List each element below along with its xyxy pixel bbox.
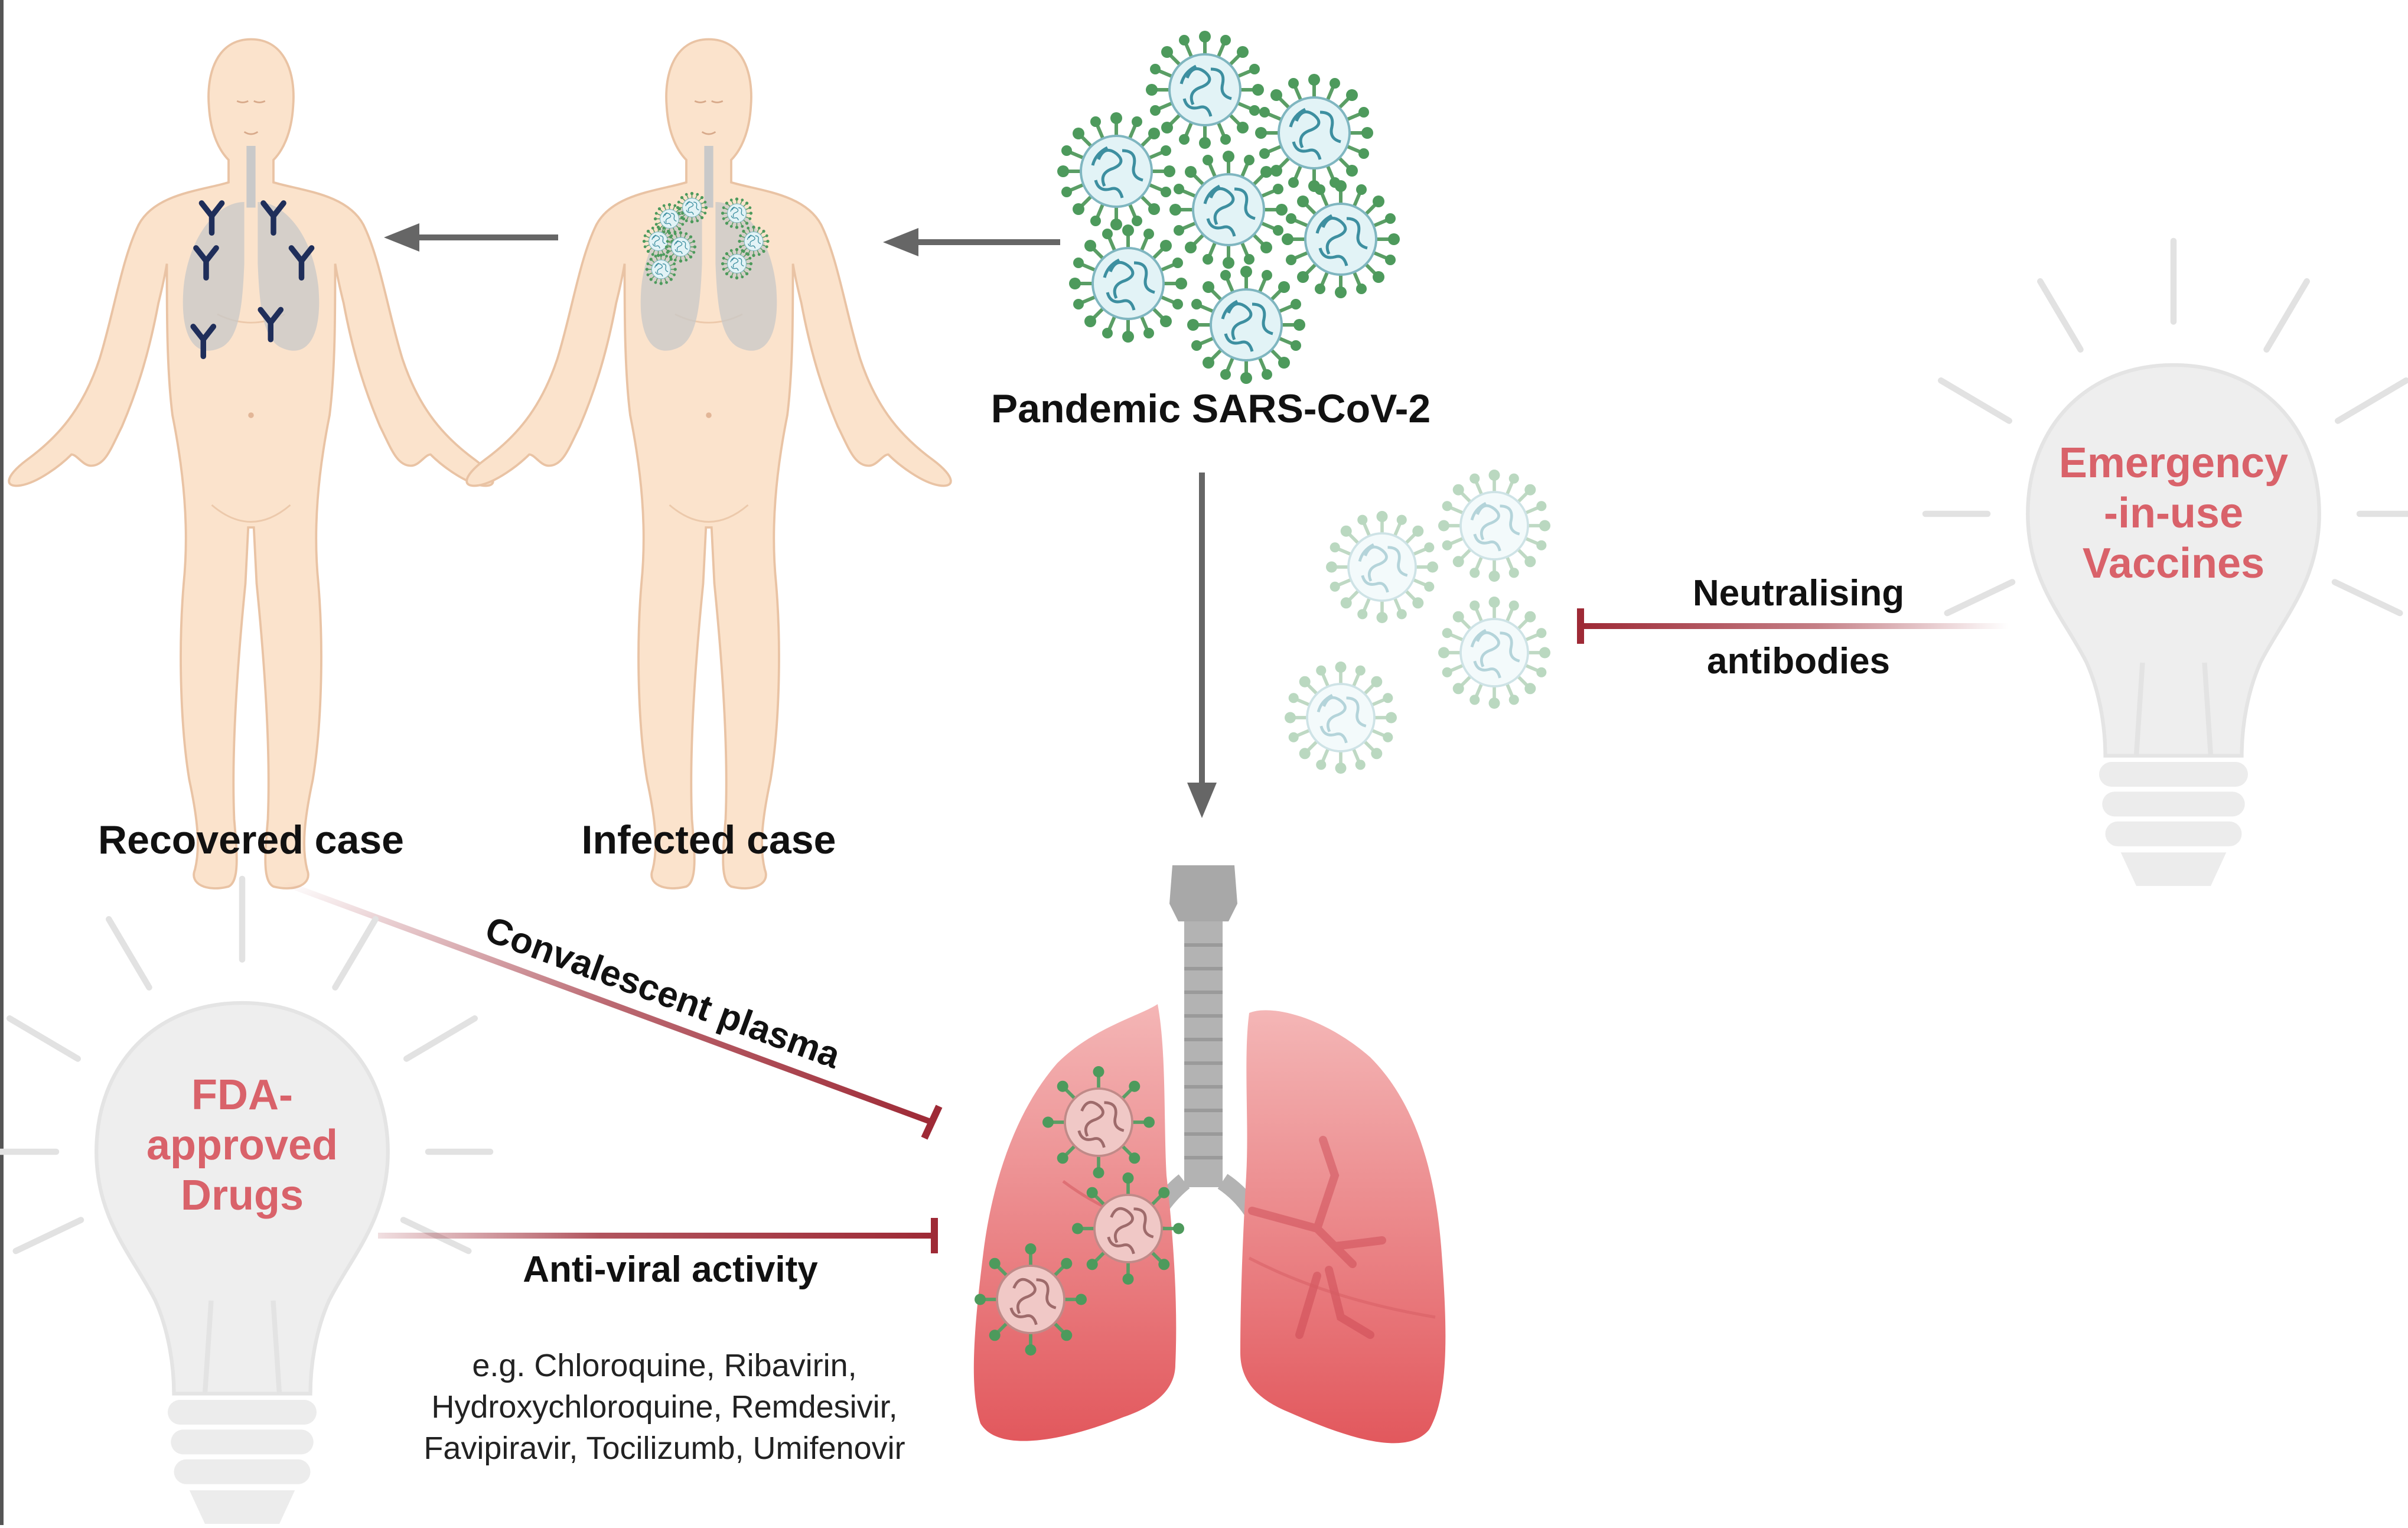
virus-particle xyxy=(1057,112,1175,230)
infected-lungs xyxy=(974,865,1446,1444)
arrow-infected-to-recovered xyxy=(384,223,558,252)
virus-particle xyxy=(1069,224,1187,343)
arrow-virus-to-lungs xyxy=(1187,473,1217,818)
virus-particle xyxy=(1255,74,1373,192)
virus-particle xyxy=(1282,180,1400,298)
antiviral-inhibition-line xyxy=(378,1218,938,1253)
recovered-person-figure xyxy=(8,38,494,890)
recovered-case-label: Recovered case xyxy=(98,817,404,862)
neutralised-virus-group xyxy=(1285,470,1550,774)
vaccine-bulb-line-1: Emergency xyxy=(2059,439,2288,487)
drug-bulb-line-3: Drugs xyxy=(181,1172,304,1219)
virus-cluster xyxy=(1057,31,1400,384)
drug-bulb-line-2: approved xyxy=(146,1122,338,1169)
neutralising-label: Neutralising xyxy=(1693,573,1904,614)
antibodies-label: antibodies xyxy=(1707,641,1890,682)
drug-bulb-text: FDA- approved Drugs xyxy=(146,1071,338,1219)
virus-particle xyxy=(1146,31,1264,149)
drug-examples-line-3: Favipiravir, Tocilizumb, Umifenovir xyxy=(423,1431,905,1466)
drug-examples-line-1: e.g. Chloroquine, Ribavirin, xyxy=(472,1348,856,1383)
virus-particle xyxy=(1169,151,1288,269)
virus-particle xyxy=(1187,266,1305,384)
convalescent-plasma-label: Convalescent plasma xyxy=(480,909,846,1077)
neutralising-inhibition-line xyxy=(1577,608,2008,644)
drug-examples: e.g. Chloroquine, Ribavirin, Hydroxychlo… xyxy=(423,1348,905,1466)
infected-person-figure xyxy=(465,38,952,890)
vaccine-bulb-line-3: Vaccines xyxy=(2083,540,2264,587)
infected-case-label: Infected case xyxy=(582,817,836,862)
antiviral-activity-label: Anti-viral activity xyxy=(523,1249,818,1290)
vaccine-bulb-line-2: -in-use xyxy=(2104,490,2243,537)
drug-examples-line-2: Hydroxychloroquine, Remdesivir, xyxy=(431,1389,897,1425)
drug-bulb-line-1: FDA- xyxy=(191,1071,293,1119)
virus-label: Pandemic SARS-CoV-2 xyxy=(991,386,1431,431)
vaccine-bulb-text: Emergency -in-use Vaccines xyxy=(2059,439,2288,587)
convalescent-inhibition-line xyxy=(282,880,943,1140)
arrow-virus-to-infected xyxy=(883,228,1060,256)
